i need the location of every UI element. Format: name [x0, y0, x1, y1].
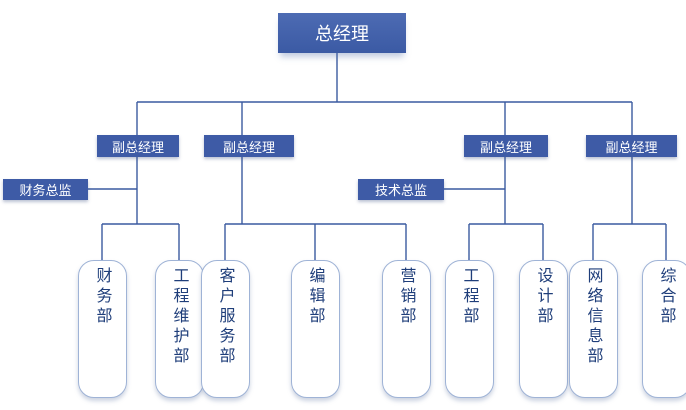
- department-engineering: 工程部: [445, 260, 494, 398]
- department-network-information: 网络信息部: [569, 260, 618, 398]
- department-label: 财务部: [93, 267, 113, 327]
- department-label: 客户服务部: [216, 267, 236, 367]
- department-label: 综合部: [657, 267, 677, 327]
- ceo-node: 总经理: [278, 13, 406, 53]
- department-label: 编辑部: [306, 267, 326, 327]
- department-design: 设计部: [519, 260, 568, 398]
- department-general-affairs: 综合部: [642, 260, 686, 398]
- finance-director-node: 财务总监: [3, 179, 88, 200]
- department-customer-service: 客户服务部: [201, 260, 250, 398]
- department-label: 工程维护部: [170, 267, 190, 367]
- vice-president-node-4: 副总经理: [586, 135, 677, 157]
- department-engineering-maintenance: 工程维护部: [155, 260, 204, 398]
- department-label: 工程部: [460, 267, 480, 327]
- department-label: 营销部: [397, 267, 417, 327]
- technical-director-node: 技术总监: [358, 179, 444, 200]
- vice-president-node-3: 副总经理: [464, 135, 548, 157]
- vice-president-node-1: 副总经理: [97, 135, 179, 157]
- department-editorial: 编辑部: [291, 260, 340, 398]
- department-marketing: 营销部: [382, 260, 431, 398]
- vice-president-node-2: 副总经理: [204, 135, 294, 157]
- department-finance: 财务部: [78, 260, 127, 398]
- department-label: 设计部: [534, 267, 554, 327]
- department-label: 网络信息部: [584, 267, 604, 367]
